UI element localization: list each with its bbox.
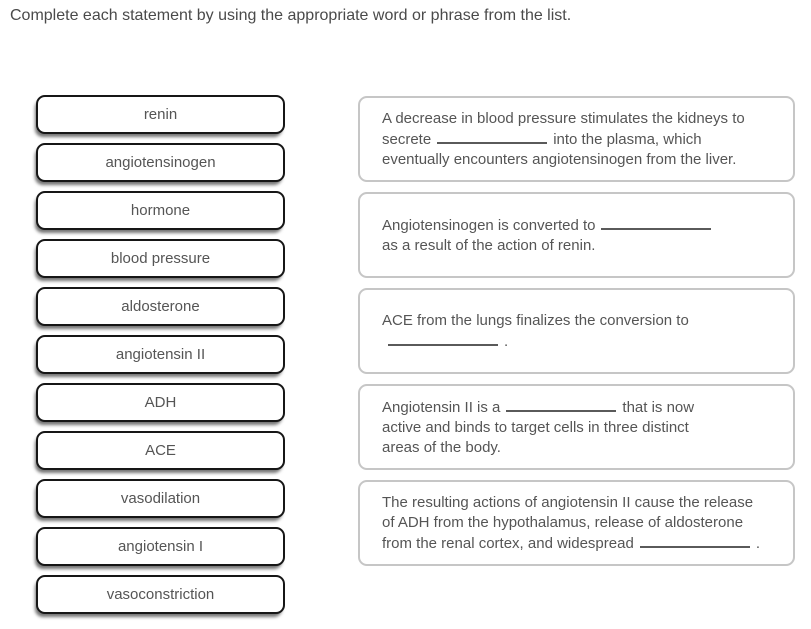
- statement-segment: Angiotensinogen is converted to: [382, 216, 596, 234]
- statement-segment: eventually encounters angiotensinogen fr…: [382, 150, 737, 168]
- statement-box: Angiotensinogen is converted to as a resu…: [358, 192, 795, 278]
- statement-text: ACE from the lungs finalizes the convers…: [382, 311, 689, 352]
- word-tile[interactable]: ACE: [36, 431, 285, 470]
- statement-segment: that is now: [622, 398, 695, 416]
- word-tile-label: renin: [143, 106, 178, 123]
- word-tile-label: angiotensin II: [115, 346, 206, 363]
- statement-segment: areas of the body.: [382, 438, 501, 456]
- answer-blank[interactable]: [506, 397, 617, 412]
- word-tile-label: angiotensinogen: [105, 154, 216, 171]
- word-tile-label: blood pressure: [110, 250, 211, 267]
- answer-blank[interactable]: [639, 533, 750, 548]
- statement-segment: from the renal cortex, and widespread: [382, 534, 634, 552]
- statement-segment: as a result of the action of renin.: [382, 236, 596, 254]
- word-tile[interactable]: angiotensin II: [36, 335, 285, 374]
- word-tile-label: hormone: [130, 202, 191, 219]
- word-tile-label: vasoconstriction: [106, 586, 215, 603]
- statement-segment: Angiotensin II is a: [382, 398, 501, 416]
- word-tile-label: ACE: [145, 442, 176, 459]
- word-tile[interactable]: blood pressure: [36, 239, 285, 278]
- statement-box: The resulting actions of angiotensin II …: [358, 480, 795, 566]
- statement-text: A decrease in blood pressure stimulates …: [382, 109, 745, 170]
- statement-segment: active and binds to target cells in thre…: [382, 418, 689, 436]
- statement-segment: ACE from the lungs finalizes the convers…: [382, 311, 689, 329]
- statement-segment: secrete: [382, 130, 432, 148]
- word-bank: renin angiotensinogen hormone blood pressur…: [36, 95, 285, 623]
- statement-segment: .: [504, 332, 509, 350]
- statement-segment: The resulting actions of angiotensin II …: [382, 493, 754, 511]
- instruction-text: Complete each statement by using the app…: [10, 7, 572, 24]
- word-tile-label: aldosterone: [121, 298, 200, 315]
- word-tile[interactable]: ADH: [36, 383, 285, 422]
- statement-list: A decrease in blood pressure stimulates …: [358, 96, 795, 576]
- word-tile[interactable]: angiotensin I: [36, 527, 285, 566]
- word-tile[interactable]: hormone: [36, 191, 285, 230]
- statement-segment: of ADH from the hypothalamus, release of…: [382, 513, 744, 531]
- statement-box: ACE from the lungs finalizes the convers…: [358, 288, 795, 374]
- word-tile[interactable]: vasodilation: [36, 479, 285, 518]
- answer-blank[interactable]: [388, 331, 498, 346]
- word-tile[interactable]: angiotensinogen: [36, 143, 285, 182]
- statement-segment: A decrease in blood pressure stimulates …: [382, 109, 745, 127]
- statement-text: Angiotensinogen is converted to as a resu…: [382, 215, 717, 256]
- statement-text: The resulting actions of angiotensin II …: [382, 493, 760, 554]
- word-tile[interactable]: vasoconstriction: [36, 575, 285, 614]
- statement-segment: .: [755, 534, 760, 552]
- word-tile-label: vasodilation: [120, 490, 201, 507]
- statement-text: Angiotensin II is a that is now active and…: [382, 397, 694, 458]
- word-tile-label: angiotensin I: [117, 538, 204, 555]
- word-tile[interactable]: renin: [36, 95, 285, 134]
- statement-segment: into the plasma, which: [553, 130, 702, 148]
- word-tile[interactable]: aldosterone: [36, 287, 285, 326]
- statement-box: A decrease in blood pressure stimulates …: [358, 96, 795, 182]
- statement-box: Angiotensin II is a that is now active and…: [358, 384, 795, 470]
- answer-blank[interactable]: [437, 129, 548, 144]
- answer-blank[interactable]: [601, 215, 712, 230]
- word-tile-label: ADH: [144, 394, 177, 411]
